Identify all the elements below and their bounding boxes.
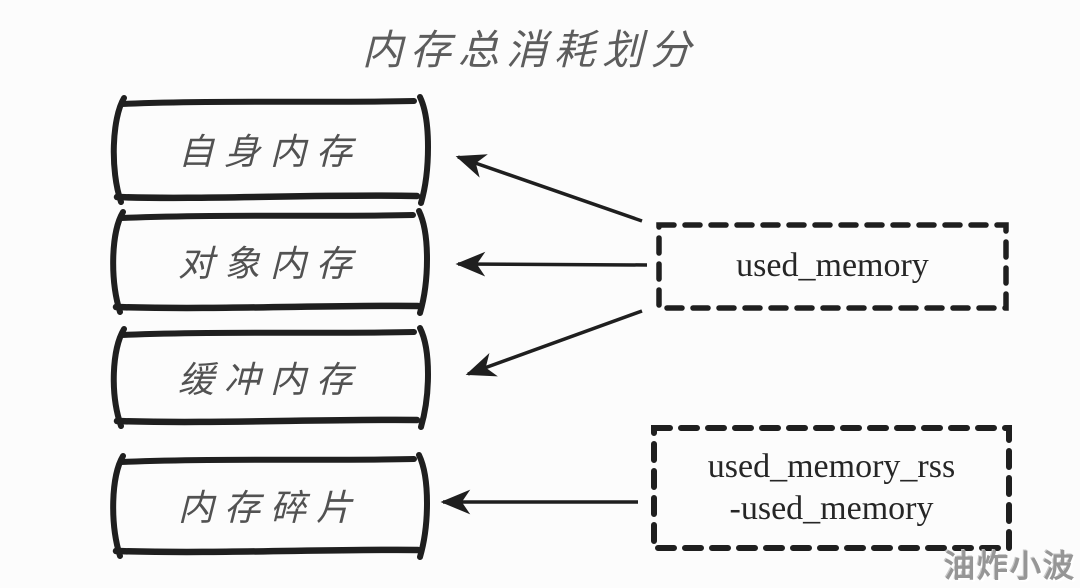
arrow-used-memory-to-self xyxy=(455,154,643,223)
used-memory-rss-label-line2: -used_memory xyxy=(729,490,934,527)
memory-box-fragment-label: 内存碎片 xyxy=(177,487,362,528)
memory-box-fragment-outline xyxy=(110,452,430,560)
memory-box-buffer-outline xyxy=(110,325,431,430)
used-memory-rss-label-line1: used_memory_rss xyxy=(707,447,956,485)
arrow-used-memory-to-buffer xyxy=(465,309,643,377)
used-memory-rss-label: used_memory_rss -used_memory xyxy=(654,428,1009,548)
used-memory-box-outline xyxy=(656,222,1009,311)
memory-box-object-label: 对象内存 xyxy=(177,243,362,284)
used-memory-label: used_memory xyxy=(736,247,929,285)
used-memory-rss-box-outline xyxy=(651,425,1012,551)
diagram-arrows xyxy=(440,154,648,515)
memory-box-buffer-label: 缓冲内存 xyxy=(177,358,362,400)
memory-box-object-outline xyxy=(110,208,430,316)
watermark: 油炸小波 xyxy=(944,549,1076,584)
diagram-title: 内存总消耗划分 xyxy=(362,27,698,73)
memory-box-self-label: 自身内存 xyxy=(177,131,362,172)
memory-box-self-outline xyxy=(110,94,431,206)
arrow-used-memory-to-object xyxy=(455,251,648,277)
